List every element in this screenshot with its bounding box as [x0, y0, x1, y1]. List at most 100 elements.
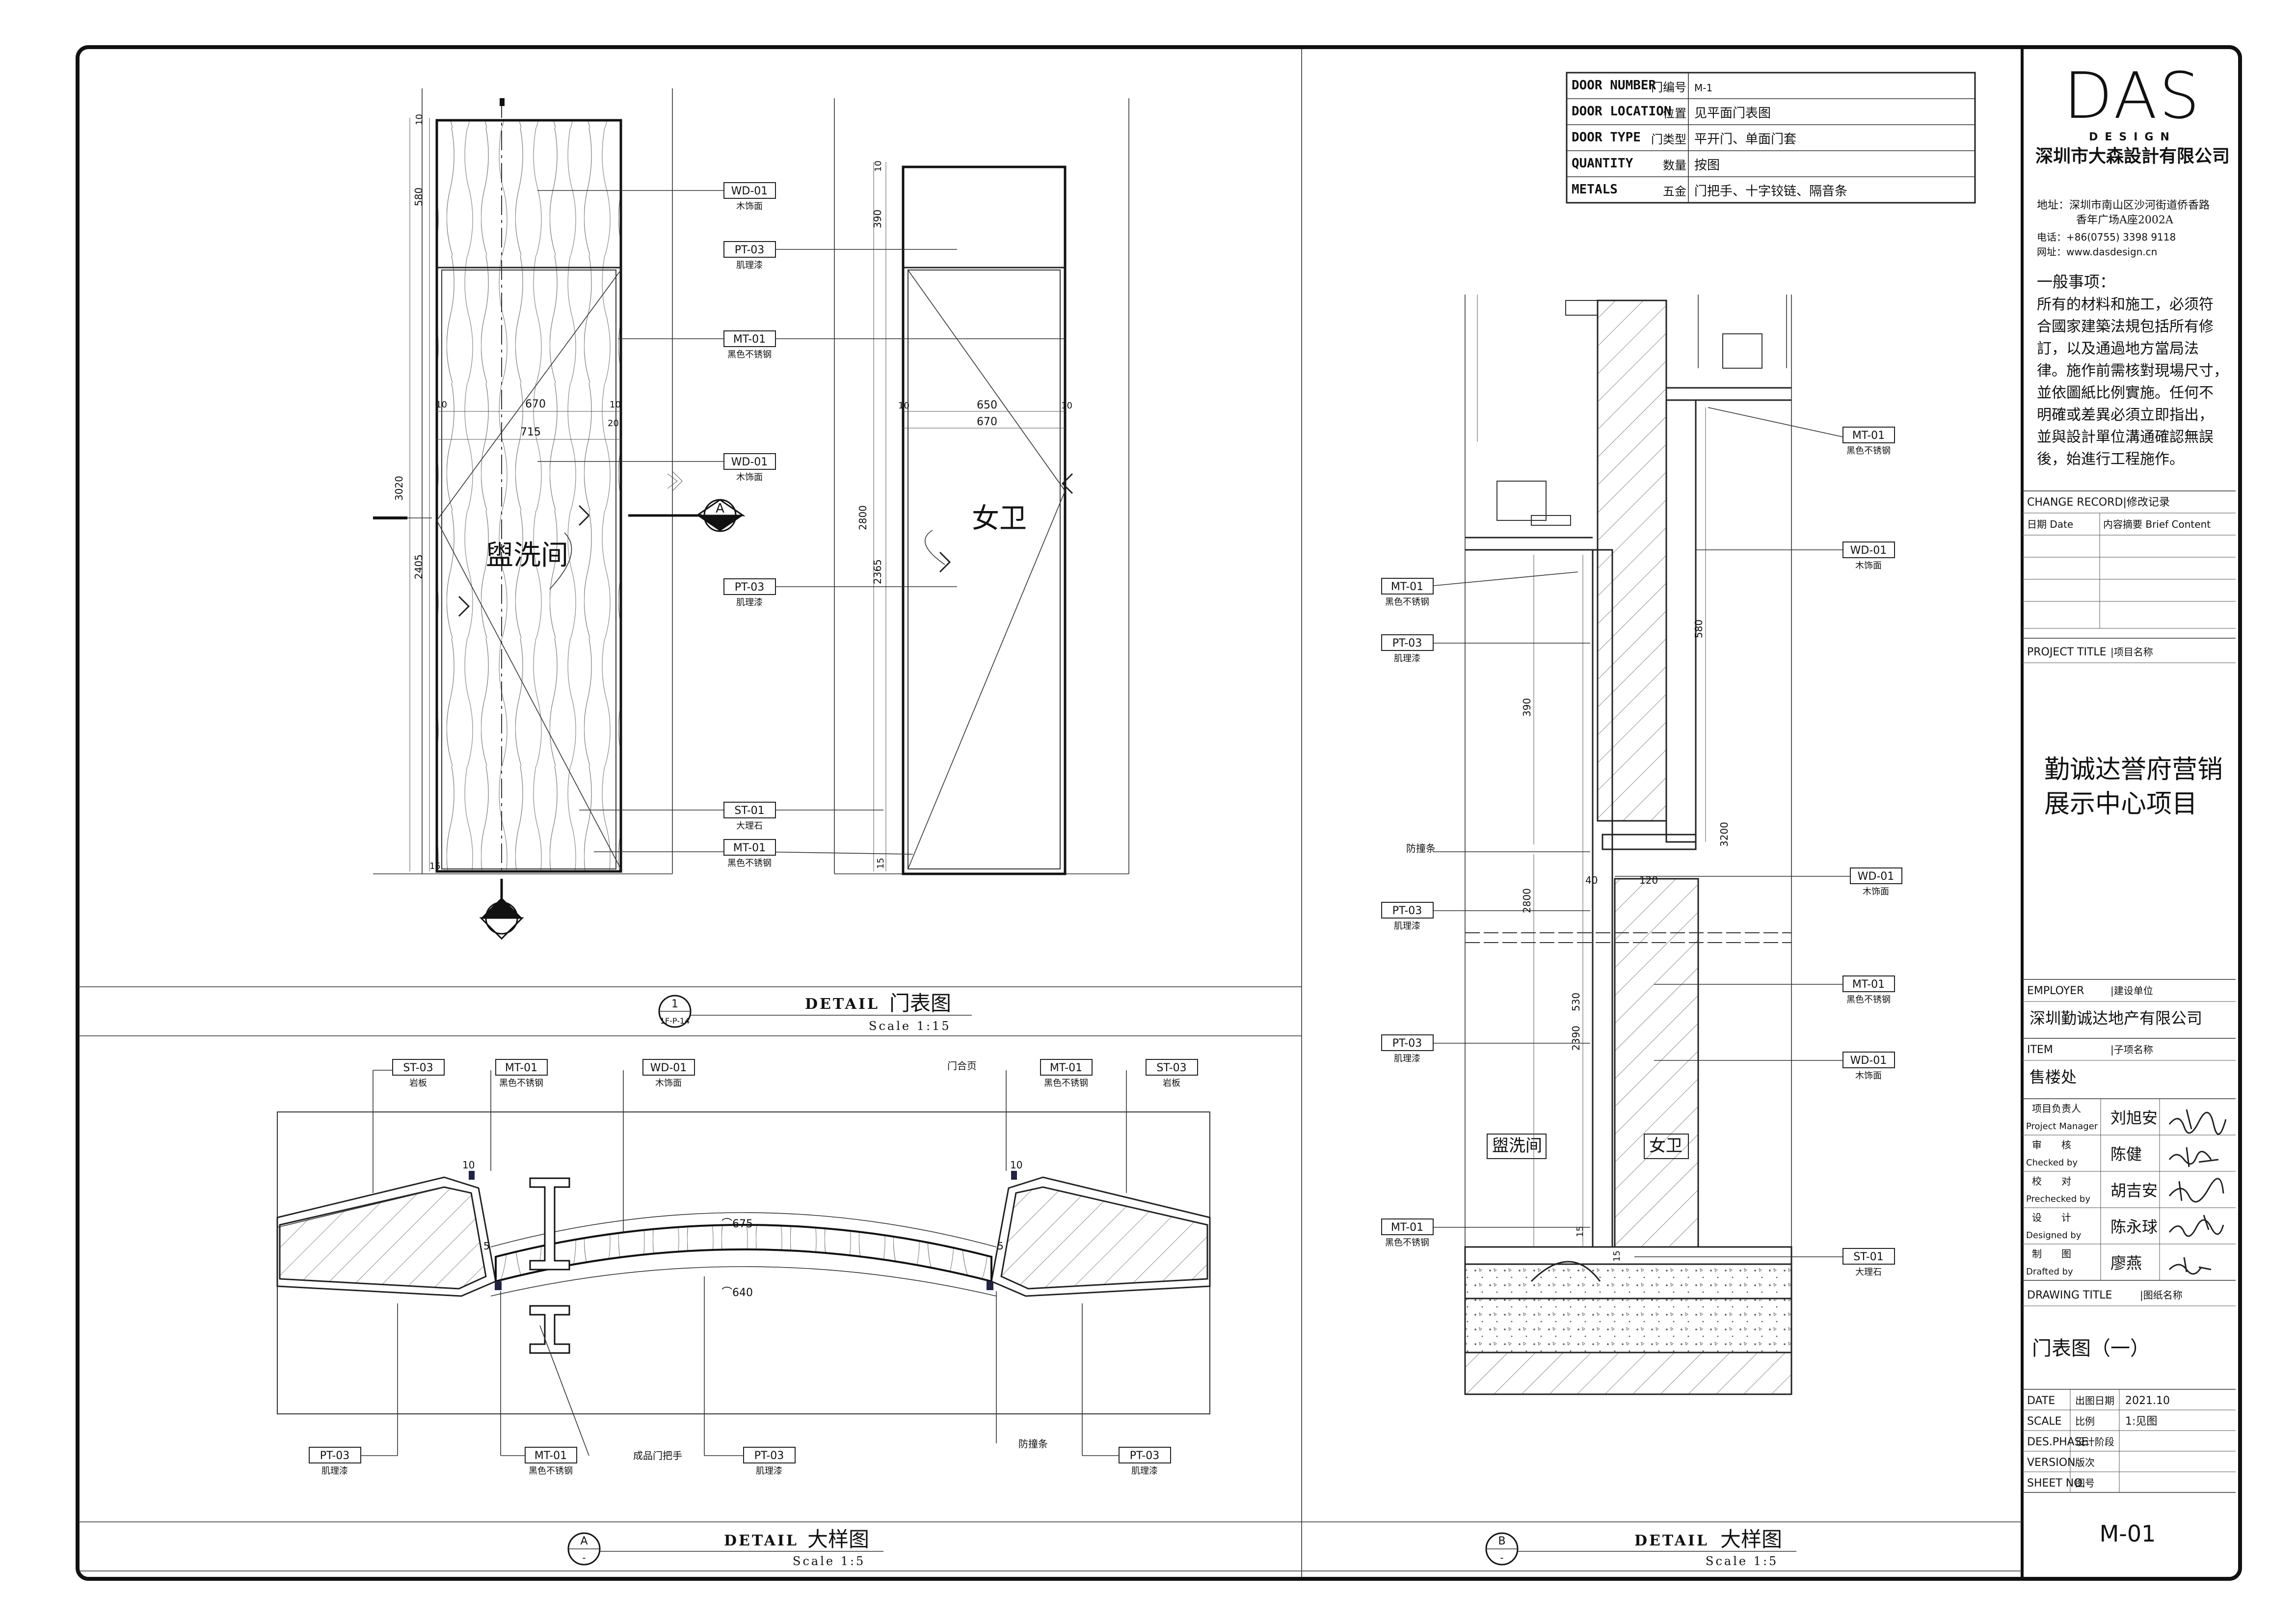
svg-text:3200: 3200 [1718, 822, 1730, 847]
signoff-role: 制 图 [2032, 1248, 2071, 1260]
door-table-label: DOOR LOCATION [1572, 104, 1672, 119]
svg-text:10: 10 [1061, 401, 1072, 411]
signoff-role-en: Project Manager [2026, 1121, 2098, 1132]
section-marker-a: A [694, 499, 746, 532]
svg-text:木饰面: 木饰面 [1863, 887, 1889, 897]
change-record-label: CHANGE RECORD|修改记录 [2027, 496, 2170, 509]
signoff-name: 廖燕 [2110, 1254, 2142, 1272]
svg-text:-: - [1500, 1552, 1503, 1564]
elevation-title-text: 门表图 [889, 991, 951, 1015]
tag-code: WD-01 [731, 456, 768, 468]
section-dims: 390 580 3200 2800 2390 530 40 120 15 15 [1521, 407, 1730, 1262]
svg-text:PT-03: PT-03 [1392, 637, 1422, 650]
svg-text:650: 650 [977, 399, 997, 411]
tag-box [723, 330, 776, 347]
project-label: PROJECT TITLE [2027, 646, 2107, 658]
tag-desc: 木饰面 [736, 201, 763, 212]
svg-text:黑色不锈钢: 黑色不锈钢 [499, 1078, 543, 1088]
door-table-label-cn: 门编号 [1651, 81, 1686, 94]
tag-box [1842, 541, 1895, 558]
room-label-left: 盥洗间 [1492, 1136, 1542, 1156]
meta-label-cn: 版次 [2075, 1457, 2095, 1468]
elevation-title: 1 1F-P-14 DETAIL 门表图 Scale 1:15 [658, 991, 972, 1033]
employer-value: 深圳勤诚达地产有限公司 [2029, 1009, 2202, 1028]
svg-text:ST-01: ST-01 [1853, 1251, 1883, 1263]
svg-text:肌理漆: 肌理漆 [1394, 653, 1420, 664]
tag-desc: 大理石 [736, 821, 763, 831]
tag-code: MT-01 [733, 333, 766, 346]
project-title-2: 展示中心项目 [2044, 789, 2197, 819]
door-table-label-cn: 五金 [1663, 185, 1686, 198]
drawing-title-label-cn: |图纸名称 [2140, 1289, 2183, 1301]
tag-box [392, 1059, 445, 1076]
tag-box [723, 182, 776, 199]
svg-text:B: B [1498, 1535, 1505, 1547]
signoff-name: 刘旭安 [2110, 1109, 2158, 1127]
signoff-role: 校 对 [2032, 1175, 2071, 1187]
meta-label-cn: 比例 [2075, 1415, 2095, 1427]
tag-desc: 木饰面 [736, 472, 763, 483]
svg-text:15: 15 [1575, 1226, 1585, 1237]
elevation-dims-left: 3020 580 2405 10 15 670 715 10 10 20 [393, 114, 621, 871]
meta-label-cn: 设计阶段 [2075, 1436, 2114, 1448]
section-detail-b: 盥洗间 女卫 390 580 3200 2800 2390 530 40 120… [1381, 295, 1902, 1395]
room-label-right: 女卫 [1649, 1136, 1682, 1156]
signoff-name: 胡吉安 [2110, 1181, 2158, 1200]
svg-text:木饰面: 木饰面 [655, 1078, 682, 1088]
notes-line: 並與設計單位溝通確認無誤 [2037, 429, 2214, 446]
svg-text:ST-03: ST-03 [403, 1062, 433, 1074]
svg-text:MT-01: MT-01 [534, 1450, 567, 1462]
door-table-label-cn: 位置 [1663, 107, 1686, 120]
tag-box [1381, 1034, 1434, 1051]
svg-text:2405: 2405 [413, 554, 425, 579]
svg-text:大理石: 大理石 [1855, 1267, 1882, 1277]
svg-text:10: 10 [873, 161, 883, 172]
meta-label: DES.PHASE [2027, 1436, 2088, 1448]
svg-text:PT-03: PT-03 [1130, 1450, 1160, 1462]
svg-text:715: 715 [520, 426, 541, 438]
sheet-border [76, 45, 2242, 1581]
svg-text:DETAIL: DETAIL [1634, 1532, 1709, 1549]
svg-text:WD-01: WD-01 [1850, 1055, 1887, 1067]
svg-text:A: A [580, 1535, 587, 1547]
signoff-role-en: Checked by [2026, 1158, 2078, 1168]
tag-box [642, 1059, 695, 1076]
tag-desc: 肌理漆 [736, 260, 763, 271]
svg-text:肌理漆: 肌理漆 [1394, 1054, 1420, 1064]
door-table-label-cn: 数量 [1663, 159, 1686, 172]
svg-text:20: 20 [608, 418, 619, 429]
signoff-role: 项目负责人 [2032, 1103, 2081, 1114]
svg-text:DETAIL: DETAIL [724, 1532, 799, 1549]
meta-label: SCALE [2027, 1415, 2062, 1428]
door-handle [529, 1177, 570, 1271]
elevation-scale: Scale 1:15 [869, 1019, 951, 1033]
tag-desc: 黑色不锈钢 [727, 350, 772, 360]
svg-text:PT-03: PT-03 [1392, 905, 1422, 917]
tag-box [723, 453, 776, 470]
svg-text:PT-03: PT-03 [754, 1450, 784, 1462]
plan-detail-a: ⌒675 ⌒640 10 10 5 5 ST-03 岩板 MT-01 黑色不锈钢… [276, 1059, 1211, 1476]
svg-text:580: 580 [413, 188, 425, 206]
svg-text:2800: 2800 [857, 505, 869, 530]
tag-box [743, 1447, 796, 1463]
title-block: DAS DESIGN 深圳市大森設計有限公司 地址：深圳市南山区沙河街道侨香路 … [2022, 58, 2236, 1547]
door-table-value: 平开门、单面门套 [1694, 132, 1796, 147]
svg-text:390: 390 [872, 210, 883, 228]
svg-text:黑色不锈钢: 黑色不锈钢 [529, 1466, 573, 1476]
svg-text:40: 40 [1585, 874, 1598, 886]
meta-value: 2021.10 [2125, 1395, 2170, 1407]
svg-text:门合页: 门合页 [947, 1060, 977, 1072]
svg-text:岩板: 岩板 [1163, 1078, 1180, 1088]
svg-text:防撞条: 防撞条 [1018, 1438, 1048, 1450]
svg-text:黑色不锈钢: 黑色不锈钢 [1846, 446, 1891, 456]
svg-text:肌理漆: 肌理漆 [756, 1466, 782, 1476]
svg-text:WD-01: WD-01 [1858, 870, 1895, 883]
company-phone: 电话：+86(0755) 3398 9118 [2037, 231, 2176, 243]
svg-text:木饰面: 木饰面 [1855, 561, 1882, 571]
tag-box [1381, 578, 1434, 595]
svg-text:黑色不锈钢: 黑色不锈钢 [1385, 597, 1429, 607]
project-label-cn: |项目名称 [2110, 646, 2153, 658]
svg-text:⌒675: ⌒675 [721, 1218, 753, 1230]
tag-box [723, 578, 776, 595]
change-record-date: 日期 Date [2027, 518, 2073, 530]
